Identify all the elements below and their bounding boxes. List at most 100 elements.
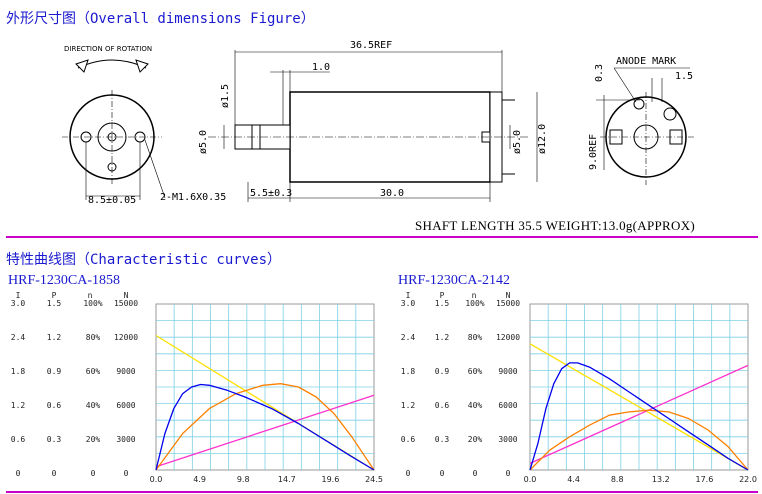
- section-title-dimensions: 外形尺寸图（Overall dimensions Figure）: [6, 11, 315, 27]
- axis-value: 60%: [85, 367, 101, 376]
- axis-value: 0.6: [10, 435, 26, 444]
- dim-12-0: ø12.0: [537, 124, 548, 154]
- dim-5-0-right: ø5.0: [512, 130, 523, 154]
- axis-value: 15000: [113, 299, 139, 308]
- chart2-model: HRF-1230CA-2142: [398, 273, 511, 288]
- x-tick-label: 24.5: [365, 475, 383, 484]
- x-tick-label: 8.8: [611, 475, 624, 484]
- axis-value: 9000: [116, 367, 136, 376]
- axis-value: 12000: [495, 333, 521, 342]
- chart2-axis-table: I P n N 3.0 1.5 100% 15000 2.4 1.2 80% 12000 1…: [396, 291, 526, 481]
- axis-value: 0: [15, 469, 21, 478]
- axis-value: 80%: [467, 333, 483, 342]
- x-tick-label: 4.9: [193, 475, 206, 484]
- direction-label: DIRECTION OF ROTATION: [64, 45, 152, 53]
- axis-header: P: [439, 291, 445, 300]
- axis-value: 1.8: [10, 367, 26, 376]
- dim-5-5: 5.5±0.3: [250, 188, 292, 199]
- dim-9-0: 9.0REF: [588, 134, 599, 170]
- x-tick-label: 13.2: [652, 475, 670, 484]
- axis-value: 1.2: [400, 401, 416, 410]
- x-tick-label: 0.0: [524, 475, 537, 484]
- axis-value: 0: [123, 469, 129, 478]
- axis-value: 0: [472, 469, 478, 478]
- axis-value: 0.3: [46, 435, 62, 444]
- axis-value: 100%: [465, 299, 485, 308]
- axis-header: n: [87, 291, 93, 300]
- axis-header: P: [51, 291, 57, 300]
- axis-value: 3.0: [400, 299, 416, 308]
- divider-top: [6, 236, 758, 238]
- axis-value: 1.2: [46, 333, 62, 342]
- axis-value: 40%: [85, 401, 101, 410]
- series-line: [155, 394, 375, 468]
- section-title-curves: 特性曲线图（Characteristic curves）: [6, 252, 282, 268]
- axis-value: 6000: [498, 401, 518, 410]
- x-tick-label: 19.6: [321, 475, 339, 484]
- axis-header: I: [405, 291, 411, 300]
- rear-view: [596, 67, 695, 185]
- x-tick-label: 4.4: [567, 475, 580, 484]
- axis-header: I: [15, 291, 21, 300]
- axis-value: 1.8: [400, 367, 416, 376]
- axis-header: n: [471, 291, 477, 300]
- dim-1-0: 1.0: [312, 62, 330, 73]
- axis-value: 1.5: [46, 299, 62, 308]
- axis-value: 80%: [85, 333, 101, 342]
- dimension-drawing: DIRECTION OF ROTATION 8.5±0.05 2-M1.6X0.…: [62, 40, 695, 206]
- axis-value: 2.4: [400, 333, 416, 342]
- axis-value: 1.5: [434, 299, 450, 308]
- dim-1-5-rear: 1.5: [675, 71, 693, 82]
- x-tick-label: 22.0: [739, 475, 757, 484]
- axis-value: 3.0: [10, 299, 26, 308]
- axis-value: 40%: [467, 401, 483, 410]
- x-tick-label: 0.0: [150, 475, 163, 484]
- dim-1-5-shaft: ø1.5: [220, 84, 231, 108]
- axis-value: 20%: [467, 435, 483, 444]
- axis-value: 0: [505, 469, 511, 478]
- side-view: [208, 50, 538, 202]
- axis-header: N: [123, 291, 129, 300]
- axis-value: 0: [439, 469, 445, 478]
- x-tick-label: 9.8: [237, 475, 250, 484]
- divider-bottom: [6, 491, 758, 493]
- series-line: [529, 364, 749, 464]
- axis-header: N: [505, 291, 511, 300]
- axis-value: 0: [405, 469, 411, 478]
- front-view: [62, 59, 166, 200]
- axis-value: 0.6: [434, 401, 450, 410]
- chart1-plot: 0.0 4.9 9.8 14.7 19.6 24.5: [150, 303, 383, 484]
- shaft-weight-spec: SHAFT LENGTH 35.5 WEIGHT:13.0g(APPROX): [415, 218, 696, 233]
- axis-value: 60%: [467, 367, 483, 376]
- axis-value: 3000: [498, 435, 518, 444]
- axis-value: 0.9: [434, 367, 450, 376]
- dim-0-3: 0.3: [594, 64, 605, 82]
- axis-value: 1.2: [10, 401, 26, 410]
- chart1-model: HRF-1230CA-1858: [8, 273, 121, 288]
- axis-value: 2.4: [10, 333, 26, 342]
- axis-value: 15000: [495, 299, 521, 308]
- series-line: [529, 409, 749, 471]
- dim-8-5: 8.5±0.05: [88, 195, 136, 206]
- axis-value: 0.6: [46, 401, 62, 410]
- x-tick-label: 17.6: [695, 475, 713, 484]
- anode-mark-label: ANODE MARK: [616, 56, 676, 67]
- axis-value: 1.2: [434, 333, 450, 342]
- axis-value: 0: [90, 469, 96, 478]
- dim-5-0-left: ø5.0: [198, 130, 209, 154]
- chart2-plot: 0.0 4.4 8.8 13.2 17.6 22.0: [524, 303, 757, 484]
- series-line: [529, 362, 749, 471]
- axis-value: 20%: [85, 435, 101, 444]
- x-tick-label: 14.7: [278, 475, 296, 484]
- axis-value: 100%: [83, 299, 103, 308]
- axis-value: 0: [51, 469, 57, 478]
- axis-value: 0.3: [434, 435, 450, 444]
- axis-value: 0.9: [46, 367, 62, 376]
- axis-value: 3000: [116, 435, 136, 444]
- axis-value: 0.6: [400, 435, 416, 444]
- dim-36-5: 36.5REF: [350, 40, 392, 51]
- series-line: [155, 383, 375, 471]
- series-line: [155, 383, 375, 471]
- axis-value: 9000: [498, 367, 518, 376]
